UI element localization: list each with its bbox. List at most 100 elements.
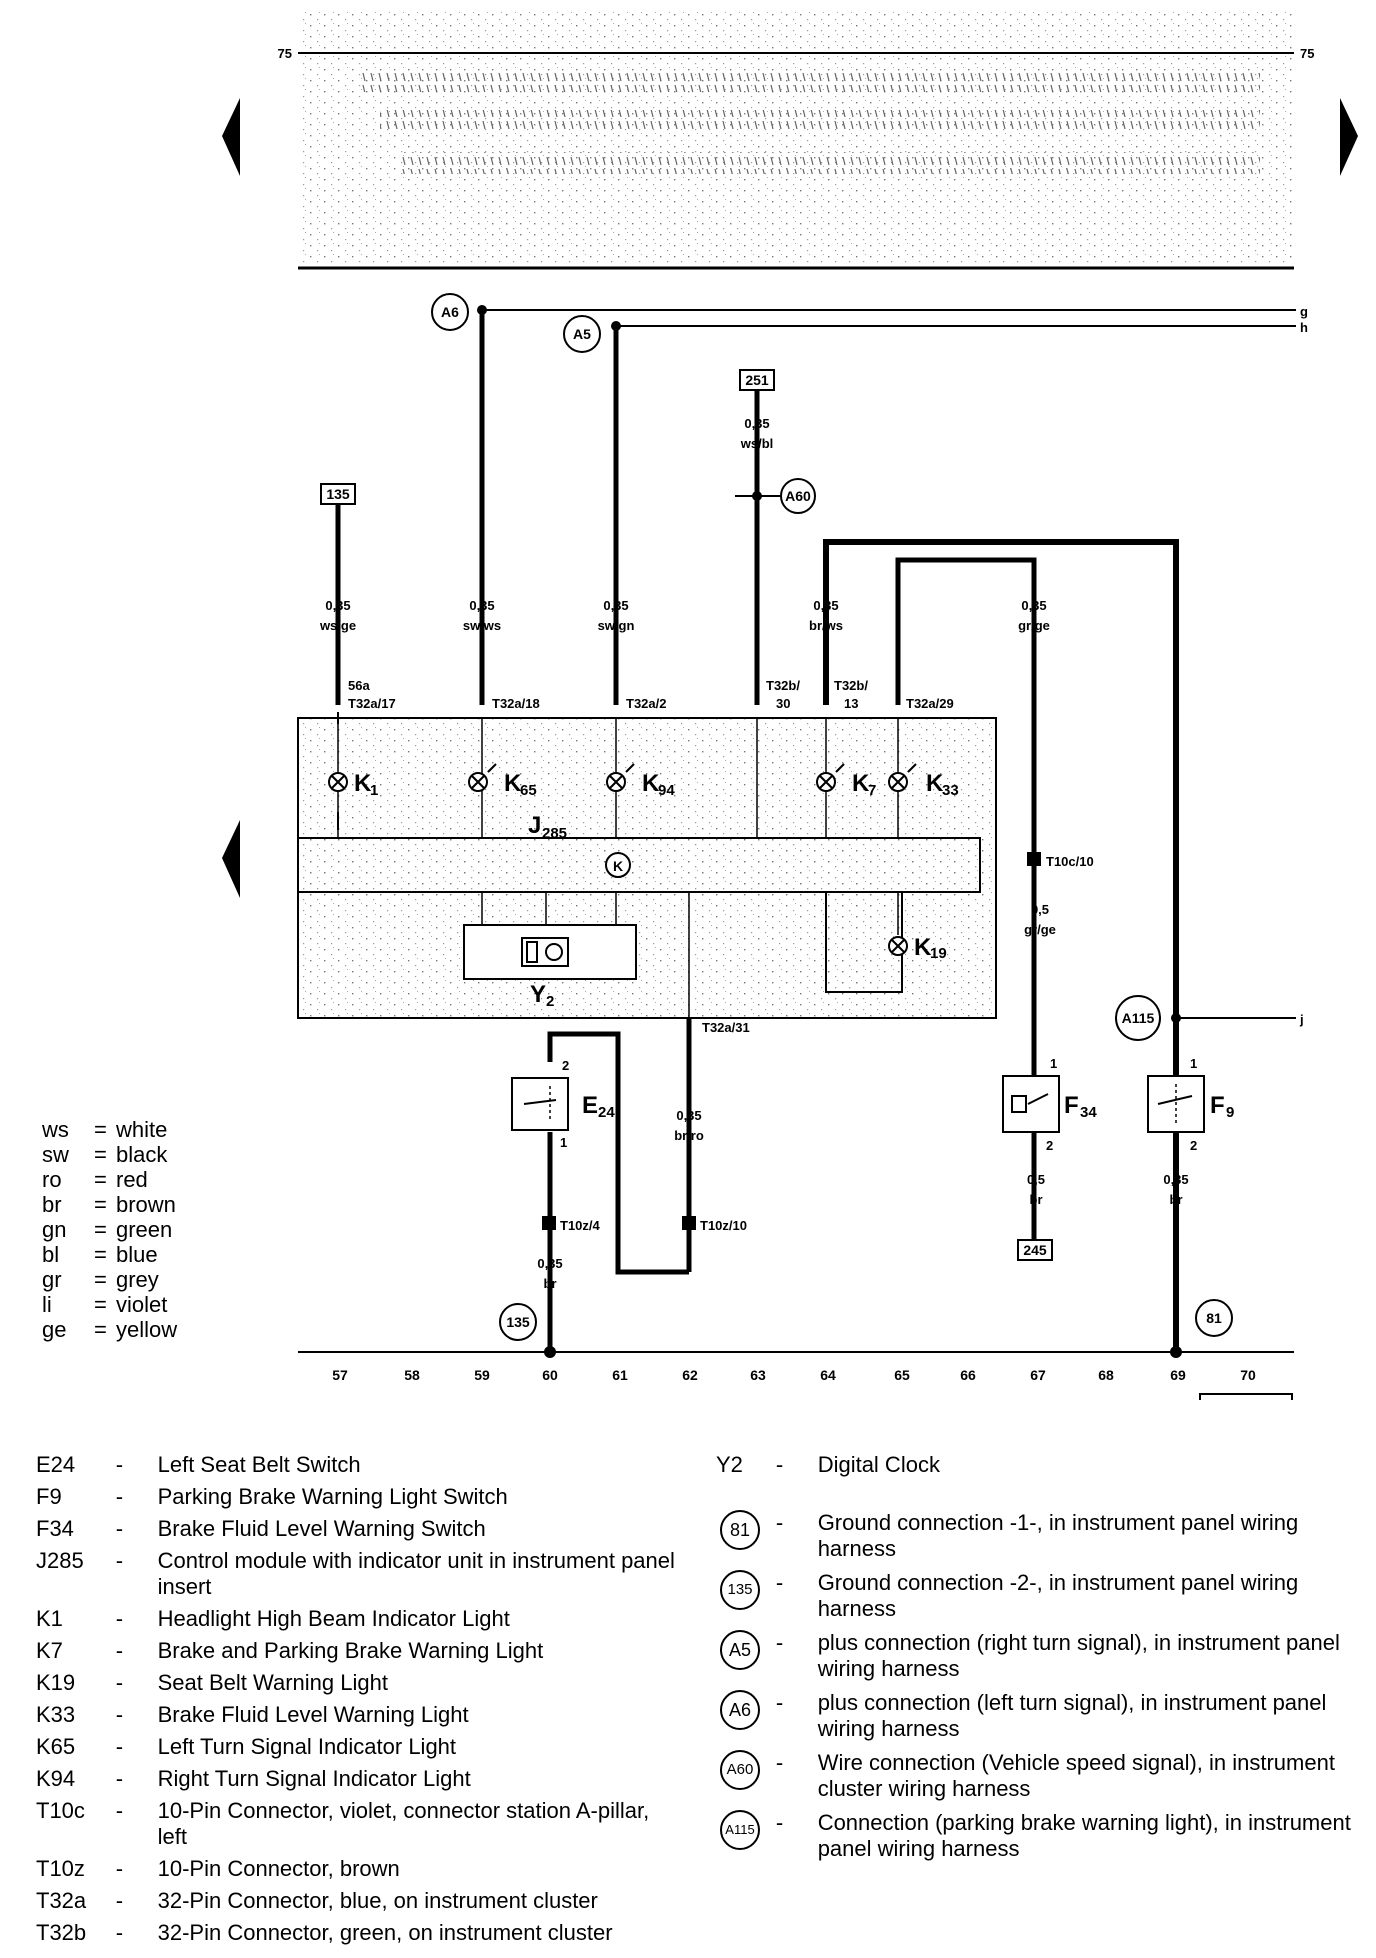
svg-text:2: 2 — [562, 1058, 569, 1073]
svg-text:0,35: 0,35 — [469, 598, 494, 613]
legend-desc: Brake and Parking Brake Warning Light — [157, 1638, 544, 1663]
legend-symbol: 81 — [716, 1510, 776, 1550]
legend-desc: Digital Clock — [817, 1452, 940, 1477]
svg-text:0,35: 0,35 — [603, 598, 628, 613]
svg-text:69: 69 — [1170, 1367, 1186, 1383]
legend-desc: Seat Belt Warning Light — [157, 1670, 388, 1695]
svg-text:97-26843: 97-26843 — [1216, 1397, 1275, 1400]
legend-item: A60-Wire connection (Vehicle speed signa… — [716, 1750, 1356, 1802]
svg-text:7: 7 — [868, 782, 876, 799]
svg-text:30: 30 — [776, 696, 790, 711]
color-eq: = — [94, 1167, 107, 1192]
figure-id: 97-26843 — [1199, 1393, 1293, 1400]
svg-text:34: 34 — [1080, 1104, 1097, 1121]
circle-a115: A115 — [1115, 995, 1161, 1041]
color-code: bl — [42, 1242, 60, 1267]
legend-item: F9-Parking Brake Warning Light Switch — [36, 1484, 676, 1510]
connector-t10c10: T10c/10 — [1027, 852, 1094, 869]
lamp-k65: K 65 — [468, 763, 537, 799]
legend-desc: 32-Pin Connector, blue, on instrument cl… — [157, 1888, 598, 1913]
legend-item: T10c - 10-Pin Connector, violet, connector… — [36, 1798, 676, 1850]
color-key-row: bl=blue — [42, 1242, 177, 1267]
legend-dash: - — [775, 1570, 784, 1595]
color-key-row: li=violet — [42, 1292, 177, 1317]
circle-a6: A6 — [431, 293, 469, 331]
legend-desc: Brake Fluid Level Warning Switch — [157, 1516, 486, 1541]
legend-desc: 10-Pin Connector, violet, connector stat… — [157, 1798, 650, 1849]
ref-box-245: 245 — [1017, 1239, 1053, 1261]
legend-item: A5-plus connection (right turn signal), … — [716, 1630, 1356, 1682]
svg-text:62: 62 — [682, 1367, 698, 1383]
legend-code: K65 — [36, 1734, 76, 1759]
svg-text:0,35: 0,35 — [325, 598, 350, 613]
svg-text:K: K — [926, 770, 944, 797]
legend-code: Y2 — [716, 1452, 743, 1477]
legend-dash: - — [115, 1548, 124, 1573]
legend-code: T10c — [36, 1798, 85, 1823]
color-code: li — [42, 1292, 52, 1317]
lamp-k19: K 19 — [825, 891, 947, 993]
legend-dash: - — [775, 1810, 784, 1835]
svg-text:gr/ge: gr/ge — [1024, 922, 1056, 937]
color-name: black — [116, 1142, 168, 1167]
svg-text:A60: A60 — [785, 488, 811, 504]
color-key-row: gn=green — [42, 1217, 177, 1242]
legend-dash: - — [775, 1452, 784, 1477]
legend-desc: Wire connection (Vehicle speed signal), … — [817, 1750, 1335, 1801]
pin-t32a-31: T32a/31 — [702, 1020, 750, 1035]
color-name: yellow — [116, 1317, 178, 1342]
color-code: gn — [42, 1217, 67, 1242]
svg-text:1: 1 — [370, 782, 378, 799]
lamp-k94: K 94 — [606, 763, 675, 799]
cluster-pin-labels: 56a T32a/17 T32a/18 T32a/2 T32b/ 30 T32b… — [348, 678, 954, 711]
legend-symbol: 135 — [716, 1570, 776, 1610]
svg-text:251: 251 — [745, 372, 769, 388]
svg-text:56a: 56a — [348, 678, 370, 693]
wire-labels: 0,35 ws/ge 0,35 sw/ws 0,35 sw/gn 0,35 ws… — [319, 416, 1189, 1291]
color-name: blue — [116, 1242, 158, 1267]
legend-item: K65 - Left Turn Signal Indicator Light — [36, 1734, 676, 1760]
legend-dash: - — [775, 1510, 784, 1535]
wiring-diagram: 75 75 g h A6 A5 135 251 — [222, 10, 1358, 1400]
legend-code: K19 — [36, 1670, 76, 1695]
legend-item: A115-Connection (parking brake warning l… — [716, 1810, 1356, 1862]
svg-text:F: F — [1064, 1092, 1079, 1119]
prev-page-arrow-top[interactable] — [222, 98, 240, 176]
legend-dash: - — [115, 1516, 124, 1541]
svg-text:0,5: 0,5 — [1031, 902, 1049, 917]
legend-dash: - — [115, 1798, 124, 1823]
legend-desc: Left Turn Signal Indicator Light — [157, 1734, 457, 1759]
legend-dash: - — [115, 1734, 124, 1759]
color-name: white — [116, 1117, 168, 1142]
prev-page-arrow-middle[interactable] — [222, 820, 240, 898]
svg-text:9: 9 — [1226, 1104, 1234, 1121]
label-j285: J — [528, 812, 541, 839]
legend-desc: Ground connection -2-, in instrument pan… — [817, 1570, 1299, 1621]
svg-text:A115: A115 — [1122, 1010, 1155, 1026]
svg-text:94: 94 — [658, 782, 675, 799]
svg-text:sw/ws: sw/ws — [463, 618, 501, 633]
svg-text:br/ws: br/ws — [809, 618, 843, 633]
legend-desc: Right Turn Signal Indicator Light — [157, 1766, 471, 1791]
color-name: green — [116, 1217, 173, 1242]
coordinate-row: 57 58 59 60 61 62 63 64 65 66 67 68 69 7… — [332, 1367, 1256, 1383]
svg-text:58: 58 — [404, 1367, 420, 1383]
svg-text:70: 70 — [1240, 1367, 1256, 1383]
lamp-k7: K 7 — [816, 763, 876, 799]
legend-item: K7-Brake and Parking Brake Warning Light — [36, 1638, 676, 1664]
legend-symbol: A5 — [716, 1630, 776, 1670]
k-circle-symbol: K — [605, 852, 631, 878]
svg-text:Y: Y — [530, 981, 546, 1008]
color-eq: = — [94, 1117, 107, 1142]
svg-text:61: 61 — [612, 1367, 628, 1383]
svg-text:T32b/: T32b/ — [766, 678, 800, 693]
edge-number-right: 75 — [1300, 46, 1314, 61]
legend-code: K1 — [36, 1606, 63, 1631]
instrument-cluster-j285: K 1 K 65 K 94 K 7 — [297, 712, 997, 1019]
svg-text:0,35: 0,35 — [1163, 1172, 1188, 1187]
svg-text:T32a/17: T32a/17 — [348, 696, 396, 711]
color-code: gr — [42, 1267, 62, 1292]
svg-text:A6: A6 — [441, 304, 459, 320]
next-page-arrow[interactable] — [1340, 98, 1358, 176]
legend-desc: Headlight High Beam Indicator Light — [157, 1606, 510, 1631]
